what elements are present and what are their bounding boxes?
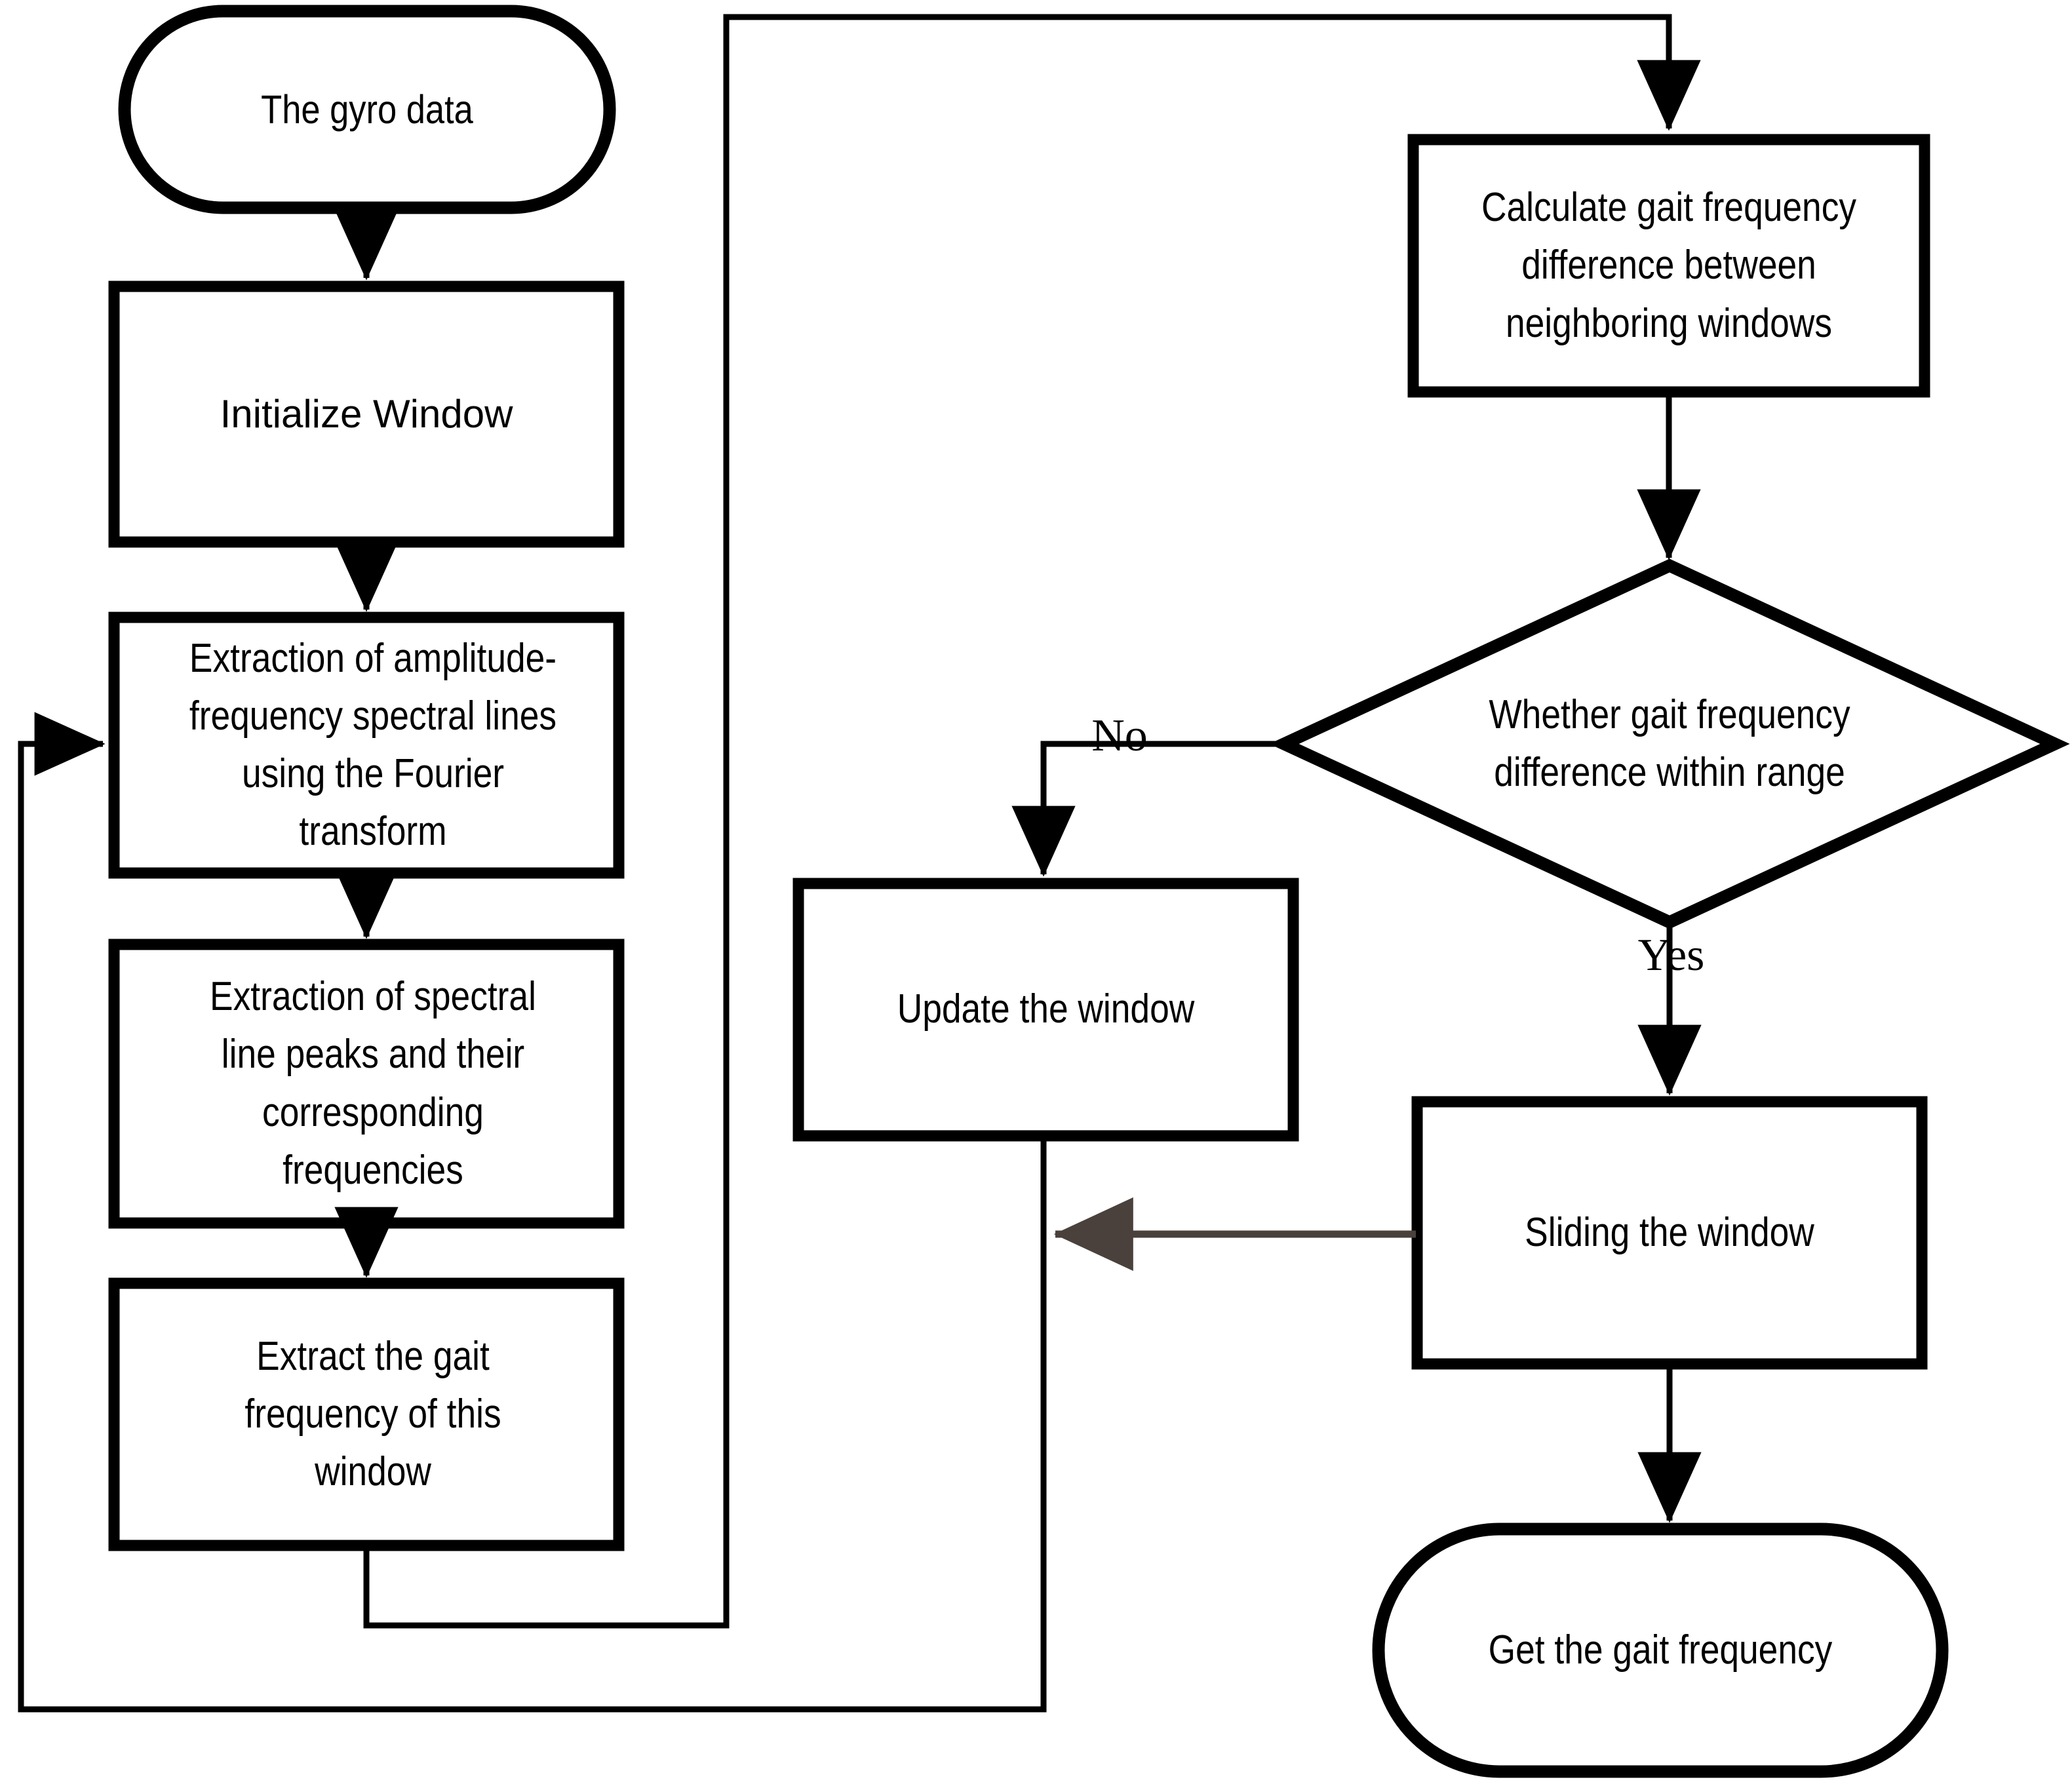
node-shape-start[interactable] <box>118 5 616 214</box>
node-shape-spectral-peaks[interactable] <box>108 939 625 1229</box>
node-shape-extract-gait-freq[interactable] <box>108 1277 625 1551</box>
edge-update-to-fourier-feedback <box>18 712 1047 1713</box>
node-shape-sliding-window[interactable] <box>1411 1096 1928 1370</box>
node-shape-fourier-transform[interactable] <box>108 612 625 879</box>
edge-decision-no-to-update <box>1011 741 1284 877</box>
edge-label-yes: Yes <box>1637 930 1705 980</box>
node-shape-decision-within-range[interactable] <box>1269 558 2070 929</box>
node-shape-initialize-window[interactable] <box>108 281 625 548</box>
node-shape-end[interactable] <box>1372 1523 1949 1778</box>
edge-extract-to-calculate <box>363 14 1701 1629</box>
edge-label-no: No <box>1091 710 1148 761</box>
node-shape-calculate-difference[interactable] <box>1407 134 1930 398</box>
node-shape-update-window[interactable] <box>792 878 1299 1142</box>
